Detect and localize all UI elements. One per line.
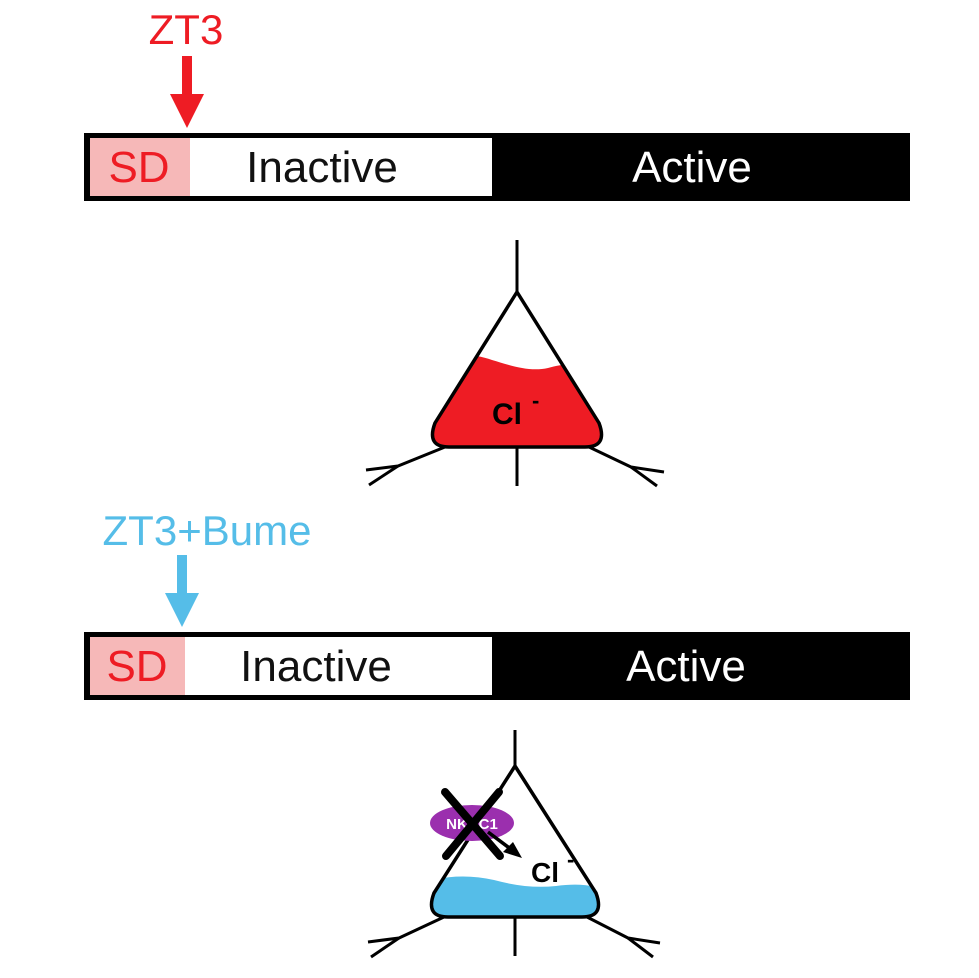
inactive-label: Inactive	[246, 143, 398, 192]
active-label: Active	[626, 642, 746, 691]
neuron-top: Cl -	[365, 240, 665, 488]
chloride-label: Cl	[531, 857, 559, 888]
chloride-charge: -	[567, 847, 574, 872]
sd-label: SD	[108, 143, 169, 192]
bottom-panel: ZT3+Bume SD Inactive Active	[84, 507, 910, 959]
basal-dendrite-left	[365, 445, 446, 472]
inactive-label: Inactive	[240, 642, 392, 691]
basal-dendrite-right	[586, 915, 661, 945]
sd-segment	[90, 138, 190, 196]
zt3-bume-arrow	[165, 555, 199, 627]
blocked-x-icon	[441, 788, 504, 860]
chloride-label: Cl	[492, 398, 522, 431]
sd-segment	[90, 637, 185, 695]
zt3-label: ZT3	[149, 6, 224, 53]
sd-label: SD	[106, 642, 167, 691]
active-label: Active	[632, 143, 752, 192]
transport-arrow	[486, 830, 522, 858]
chloride-charge: -	[532, 388, 539, 413]
zt3-bume-label: ZT3+Bume	[103, 507, 312, 554]
top-panel: ZT3 SD Inactive Active Cl -	[84, 6, 910, 488]
basal-dendrite-right	[588, 445, 665, 474]
timeline-bar: SD Inactive Active	[84, 632, 910, 700]
zt3-arrow	[170, 56, 204, 128]
neuron-bottom: NKCC1 Cl -	[367, 730, 661, 959]
timeline-bar: SD Inactive Active	[84, 133, 910, 201]
basal-dendrite-left	[367, 915, 445, 944]
